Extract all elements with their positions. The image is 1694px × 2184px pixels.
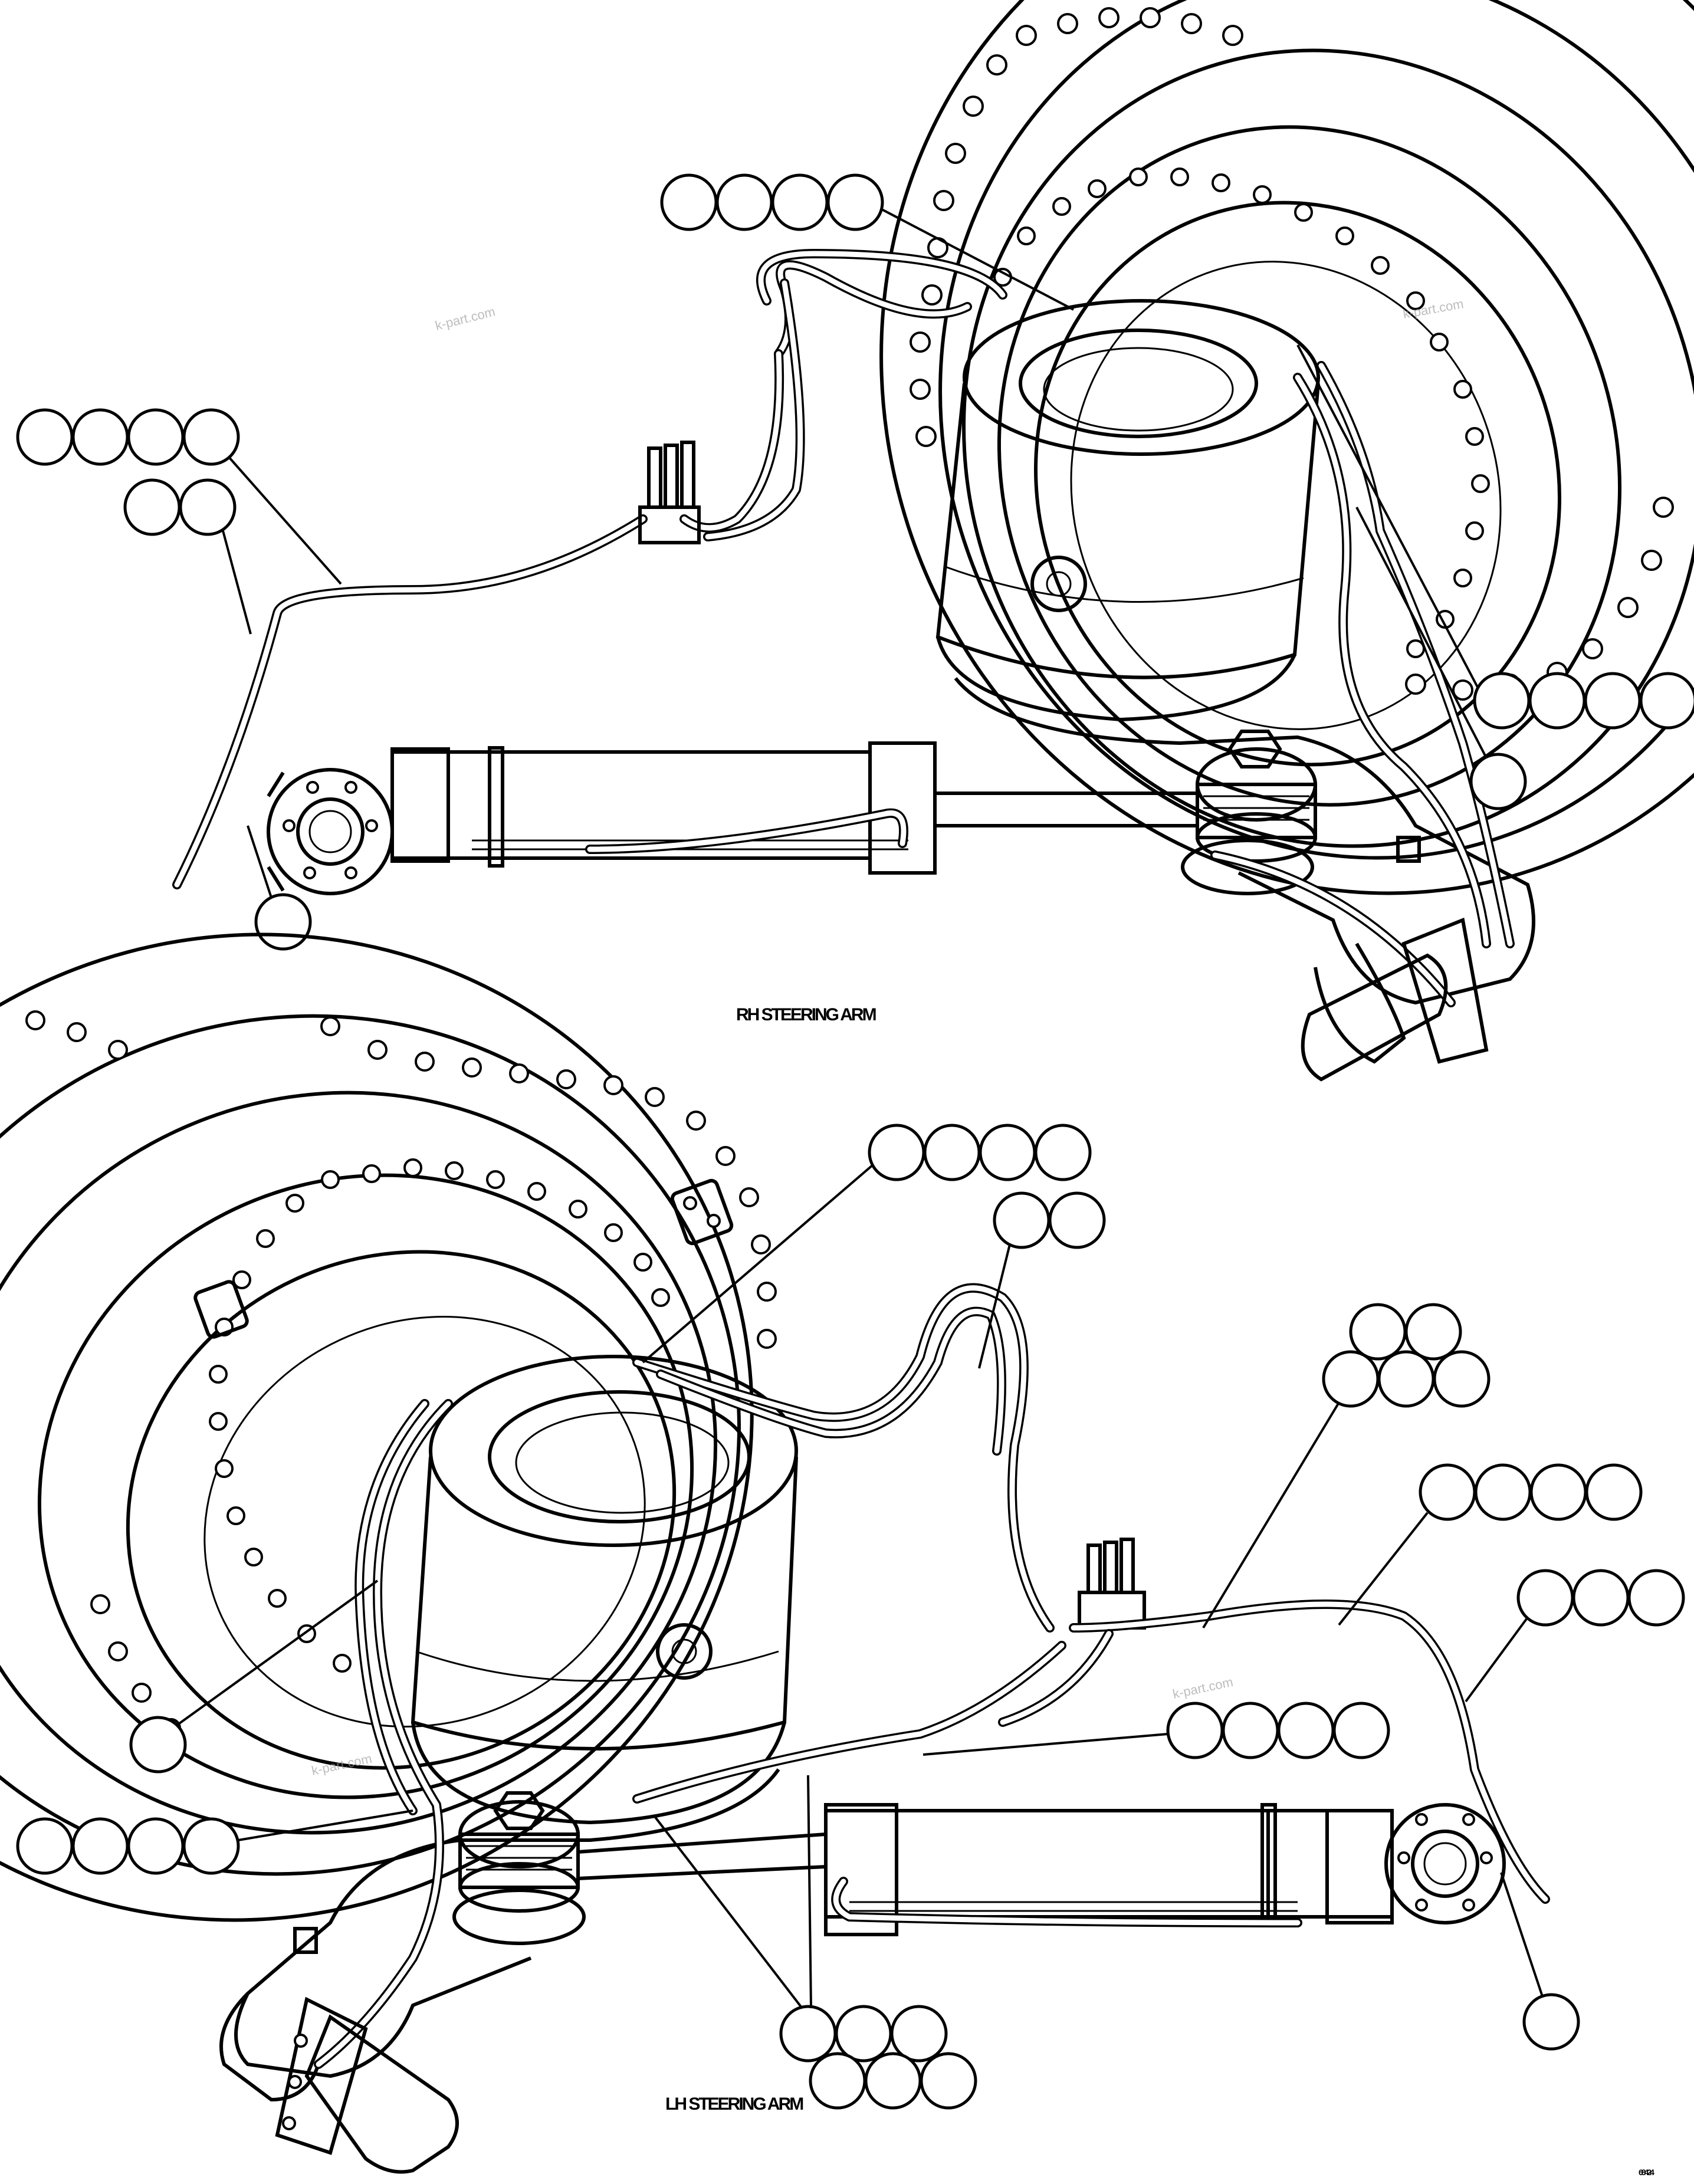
- lh-callout-top-4: [642, 1124, 1092, 1364]
- rh-steering-arm-assembly: k-part.com k-part.com: [172, 0, 1694, 1082]
- lh-outer-bolt-ring: [25, 1010, 777, 1738]
- lh-valve-block: [1078, 1538, 1146, 1630]
- rh-callout-right-1: [1355, 507, 1527, 810]
- rh-hydraulic-cylinder: [267, 741, 1197, 895]
- lh-callout-left-1: [129, 1579, 379, 1774]
- rh-callout-top-4: [660, 173, 1074, 311]
- lh-wheel-hub: [0, 932, 777, 1922]
- watermark: k-part.com: [434, 304, 497, 333]
- watermark: k-part.com: [1171, 1674, 1235, 1702]
- lh-steering-arm-caption: LH STEERING ARM: [665, 2094, 803, 2114]
- lh-callout-bottom-right-1: [1500, 1872, 1580, 2051]
- lh-steering-arm-body: [219, 1768, 780, 2102]
- rh-steering-housing: [935, 299, 1320, 722]
- lh-callout-left-4: [16, 1809, 413, 1875]
- lh-hydraulic-hoses: [314, 1283, 1550, 2069]
- rh-callout-left-4: [16, 408, 342, 585]
- lh-steering-arm-assembly: k-part.com k-part.com: [0, 932, 1550, 2174]
- rh-spindle: [1301, 917, 1489, 1082]
- rh-hydraulic-hoses: [172, 249, 1515, 1007]
- rh-callout-left-2: [123, 478, 252, 635]
- rh-inner-bolt-ring: [993, 168, 1490, 658]
- lh-inner-bolt-ring: [209, 1158, 670, 1673]
- lh-callout-top-2: [978, 1191, 1106, 1369]
- lh-callout-bottom-6: [654, 1775, 977, 2110]
- watermark: k-part.com: [310, 1751, 373, 1778]
- rh-valve-block: [638, 441, 701, 544]
- rh-wheel-hub: [879, 0, 1694, 895]
- lh-callout-right-4: [1338, 1463, 1643, 1626]
- lh-callout-mid-4: [922, 1702, 1390, 1759]
- lh-hub-lug: [193, 1178, 734, 1339]
- rh-outer-bolt-ring: [910, 7, 1674, 701]
- lh-hydraulic-cylinder: [577, 1803, 1506, 1936]
- lh-spindle: [275, 1996, 459, 2174]
- rh-steering-arm-caption: RH STEERING ARM: [736, 1005, 876, 1024]
- rh-callout-right-4: [1296, 344, 1694, 730]
- rh-steering-arm-body: [954, 677, 1535, 1064]
- lh-steering-housing: [411, 1355, 798, 1825]
- lh-callout-cluster-5: [1202, 1303, 1491, 1629]
- lh-callout-right-3: [1465, 1569, 1685, 1703]
- figure-code: 68424: [1639, 2167, 1654, 2177]
